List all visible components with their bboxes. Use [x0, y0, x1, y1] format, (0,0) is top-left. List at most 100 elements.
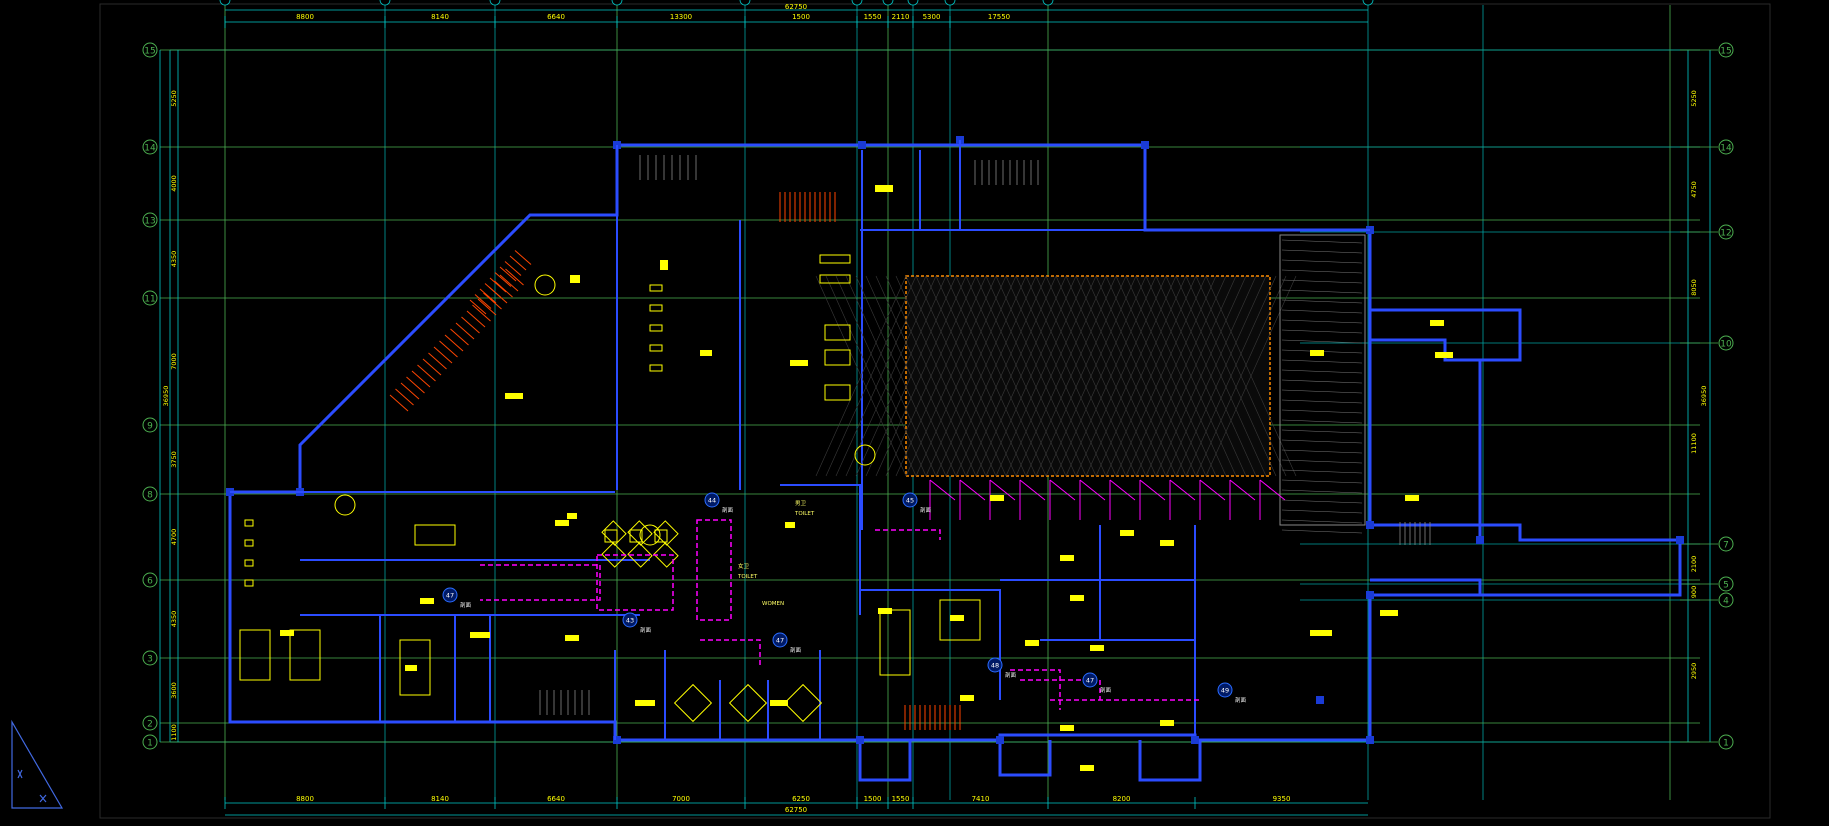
svg-text:45: 45 — [906, 497, 914, 505]
svg-text:剖面: 剖面 — [920, 506, 932, 514]
axis-bubble — [882, 0, 894, 6]
dimension-text: 1500 — [792, 13, 810, 21]
axis-bubble-left: 6 — [142, 572, 158, 588]
svg-text:10: 10 — [1720, 340, 1732, 350]
section-tag: 45 剖面 — [902, 492, 932, 514]
svg-text:剖面: 剖面 — [460, 601, 472, 609]
dimension-text: 7000 — [672, 795, 690, 803]
axis-bubble — [944, 0, 956, 6]
svg-text:8: 8 — [147, 491, 153, 501]
drawing-border — [99, 3, 1771, 819]
section-tag: 47 剖面 — [1082, 672, 1112, 694]
dimension-text: 5250 — [1690, 90, 1698, 107]
svg-text:12: 12 — [1720, 229, 1731, 239]
structural-column — [1676, 536, 1684, 544]
svg-text:43: 43 — [626, 617, 634, 625]
svg-text:49: 49 — [1221, 687, 1229, 695]
axis-bubble — [907, 0, 919, 6]
svg-text:剖面: 剖面 — [790, 646, 802, 654]
axis-bubble — [611, 0, 623, 6]
svg-text:剖面: 剖面 — [1100, 686, 1112, 694]
axis-bubble-left: 13 — [142, 212, 158, 228]
dimension-total: 62750 — [785, 806, 807, 814]
dimension-text: 900 — [1690, 586, 1698, 598]
dimension-total: 62750 — [785, 3, 807, 11]
staircases — [389, 155, 1431, 730]
dimension-text: 6640 — [547, 795, 565, 803]
svg-text:11: 11 — [144, 295, 155, 305]
dimension-text: 3750 — [170, 451, 178, 468]
dimension-text: 6250 — [792, 795, 810, 803]
dimension-text: 2110 — [892, 13, 910, 21]
svg-text:14: 14 — [144, 144, 156, 154]
dimension-text: 2100 — [1690, 556, 1698, 573]
structural-column — [1191, 736, 1199, 744]
structural-column — [1316, 696, 1324, 704]
dimension-text: 8140 — [431, 13, 449, 21]
room-label: WOMEN — [762, 601, 784, 607]
structural-column — [1366, 591, 1374, 599]
dimension-text: 1550 — [892, 795, 910, 803]
dimension-text: 8050 — [1690, 279, 1698, 296]
ucs-icon — [11, 719, 64, 809]
dimension-text: 11100 — [1690, 433, 1698, 454]
axis-bubble-left: 2 — [142, 715, 158, 731]
room-label: TOILET — [737, 574, 758, 580]
dimension-text: 7000 — [170, 353, 178, 370]
section-tag: 47 剖面 — [442, 587, 472, 609]
dimension-text: 3600 — [170, 682, 178, 699]
room-label: 男卫 — [795, 500, 807, 507]
axis-bubble — [1362, 0, 1374, 6]
dimension-text: 4350 — [170, 611, 178, 628]
dimension-text: 8800 — [296, 795, 314, 803]
axis-bubble-right: 7 — [1680, 536, 1734, 552]
dimension-text: 1550 — [864, 13, 882, 21]
dimension-text: 1500 — [864, 795, 882, 803]
structural-column — [1366, 521, 1374, 529]
svg-text:5: 5 — [1723, 581, 1729, 591]
dimension-text: 6640 — [547, 13, 565, 21]
axis-bubble-right: 12 — [1680, 224, 1734, 240]
section-tag: 49 剖面 — [1217, 682, 1247, 704]
dimension-text: 5300 — [923, 13, 941, 21]
svg-text:15: 15 — [1720, 47, 1731, 57]
dimension-text: 17550 — [988, 13, 1010, 21]
svg-text:1: 1 — [1723, 739, 1729, 749]
dimension-text: 8200 — [1113, 795, 1131, 803]
dimension-text: 4700 — [170, 529, 178, 546]
axis-bubble-right: 5 — [1680, 576, 1734, 592]
dimension-total: 36950 — [162, 386, 170, 407]
structural-column — [858, 141, 866, 149]
svg-text:剖面: 剖面 — [640, 626, 652, 634]
dimension-text: 4750 — [1690, 181, 1698, 198]
structural-column — [1476, 536, 1484, 544]
axis-bubble — [379, 0, 391, 6]
dimension-text: 8800 — [296, 13, 314, 21]
dimension-text: 4000 — [170, 175, 178, 192]
axis-bubble-left: 9 — [142, 417, 158, 433]
svg-text:47: 47 — [1086, 677, 1094, 685]
svg-text:44: 44 — [708, 497, 716, 505]
room-label: 女卫 — [738, 562, 750, 570]
svg-text:剖面: 剖面 — [1235, 696, 1247, 704]
dimension-text: 5250 — [170, 90, 178, 107]
axis-bubble-right: 1 — [1680, 734, 1734, 750]
svg-text:15: 15 — [144, 47, 155, 57]
svg-text:9: 9 — [147, 422, 153, 432]
svg-text:47: 47 — [446, 592, 454, 600]
svg-text:48: 48 — [991, 662, 999, 670]
dimension-text: 2950 — [1690, 663, 1698, 680]
svg-text:13: 13 — [144, 217, 155, 227]
axis-bubble-left: 3 — [142, 650, 158, 666]
left-dimension-chain: 5250400043507000375047004350360011003695… — [142, 42, 179, 750]
section-tag: 44 剖面 — [704, 492, 734, 514]
dimension-text: 4350 — [170, 251, 178, 268]
svg-text:剖面: 剖面 — [722, 506, 734, 514]
dimension-text: 9350 — [1273, 795, 1291, 803]
